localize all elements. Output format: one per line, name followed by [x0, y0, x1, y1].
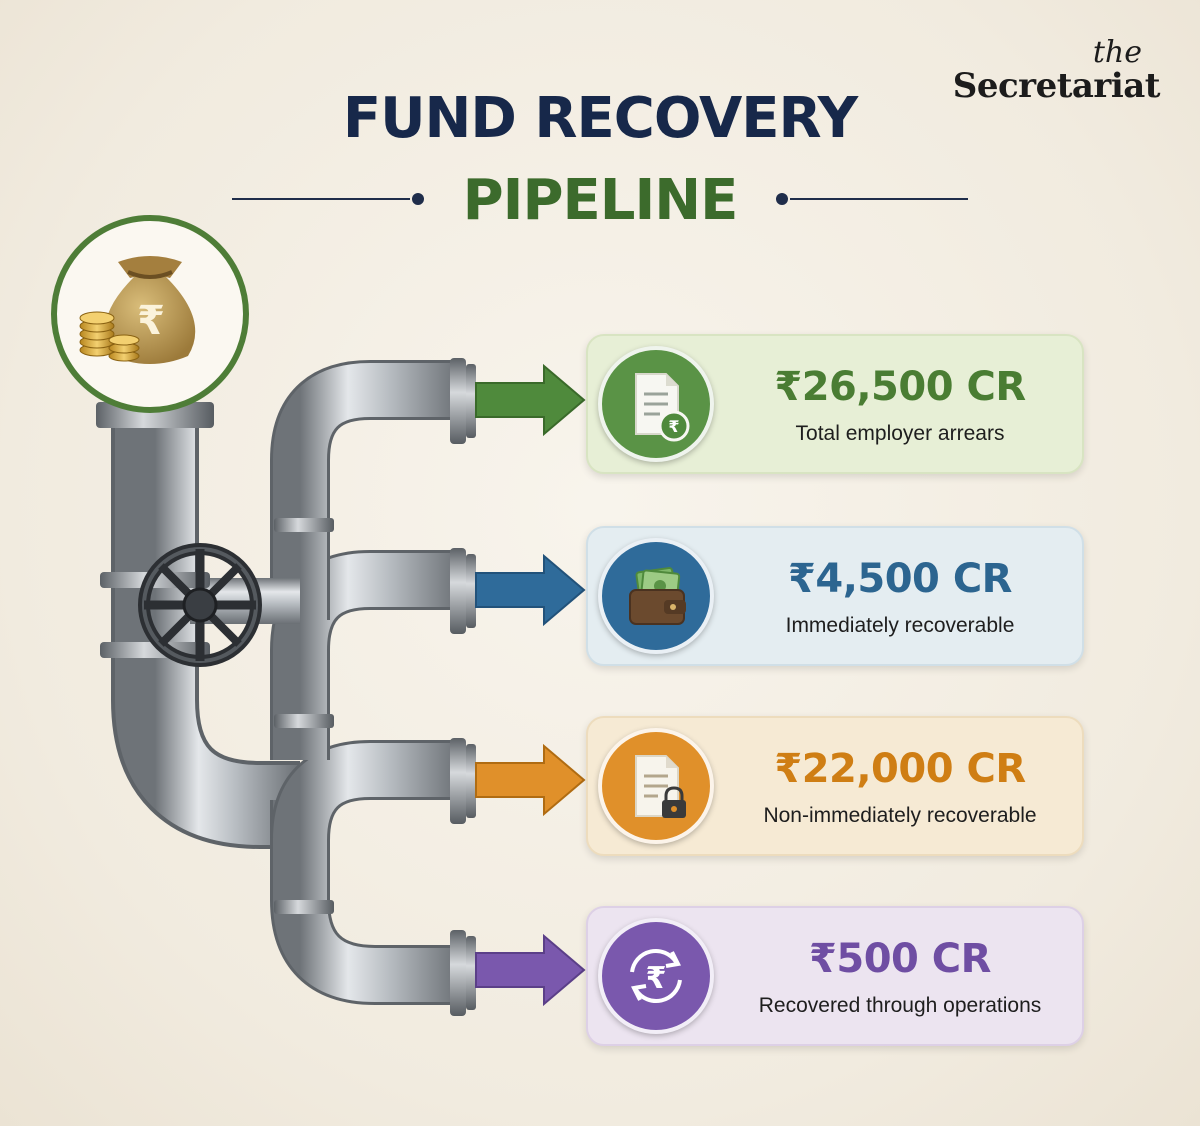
- title-rule-left: [232, 198, 410, 200]
- wallet-cash-icon: [598, 538, 714, 654]
- recovery-label-2: Immediately recoverable: [785, 614, 1015, 637]
- source-rupee-glyph: ₹: [137, 298, 165, 344]
- page-title: FUND RECOVERY: [342, 86, 858, 151]
- recovery-card-2: ₹4,500 CR Immediately recoverable: [586, 526, 1084, 666]
- brand-logo-name: Secretariat: [952, 66, 1161, 106]
- outlet-flange-2: [450, 548, 466, 634]
- arrow-4: [475, 933, 586, 1007]
- branch-flange-2: [274, 714, 334, 728]
- recovery-value-3: ₹22,000 CR: [774, 746, 1026, 792]
- valve-wheel-icon: [138, 543, 262, 667]
- document-lock-icon: [598, 728, 714, 844]
- arrow-2: [475, 553, 586, 627]
- recovery-value-4: ₹500 CR: [809, 936, 991, 982]
- recovery-card-1: ₹ ₹26,500 CR Total employer arrears: [586, 334, 1084, 474]
- recovery-label-3: Non-immediately recoverable: [763, 804, 1037, 827]
- coin-stack-icon: [79, 311, 140, 362]
- svg-text:₹: ₹: [646, 961, 667, 996]
- brand-logo: the Secretariat: [952, 35, 1161, 106]
- svg-text:₹: ₹: [668, 417, 679, 436]
- title-rule-dot-right: [776, 193, 788, 205]
- outlet-flange-3: [450, 738, 466, 824]
- brand-logo-the: the: [1092, 35, 1142, 70]
- document-rupee-icon: ₹: [598, 346, 714, 462]
- page-subtitle: PIPELINE: [462, 168, 739, 233]
- recovery-value-2: ₹4,500 CR: [788, 556, 1012, 602]
- recovery-value-1: ₹26,500 CR: [774, 364, 1026, 410]
- recovery-label-4: Recovered through operations: [758, 994, 1042, 1017]
- recovery-card-3: ₹22,000 CR Non-immediately recoverable: [586, 716, 1084, 856]
- main-pipe-highlight: [115, 410, 300, 845]
- rupee-cycle-icon: ₹: [598, 918, 714, 1034]
- outlet-flange-4: [450, 930, 466, 1016]
- title-rule-dot-left: [412, 193, 424, 205]
- arrow-1: [475, 363, 586, 437]
- source-money-bag-icon: ₹: [51, 215, 249, 413]
- recovery-label-1: Total employer arrears: [795, 422, 1005, 445]
- branch-flange-1: [274, 518, 334, 532]
- arrow-3: [475, 743, 586, 817]
- recovery-card-4: ₹ ₹500 CR Recovered through operations: [586, 906, 1084, 1046]
- branch-flange-3: [274, 900, 334, 914]
- outlet-flange-1: [450, 358, 466, 444]
- title-rule-right: [790, 198, 968, 200]
